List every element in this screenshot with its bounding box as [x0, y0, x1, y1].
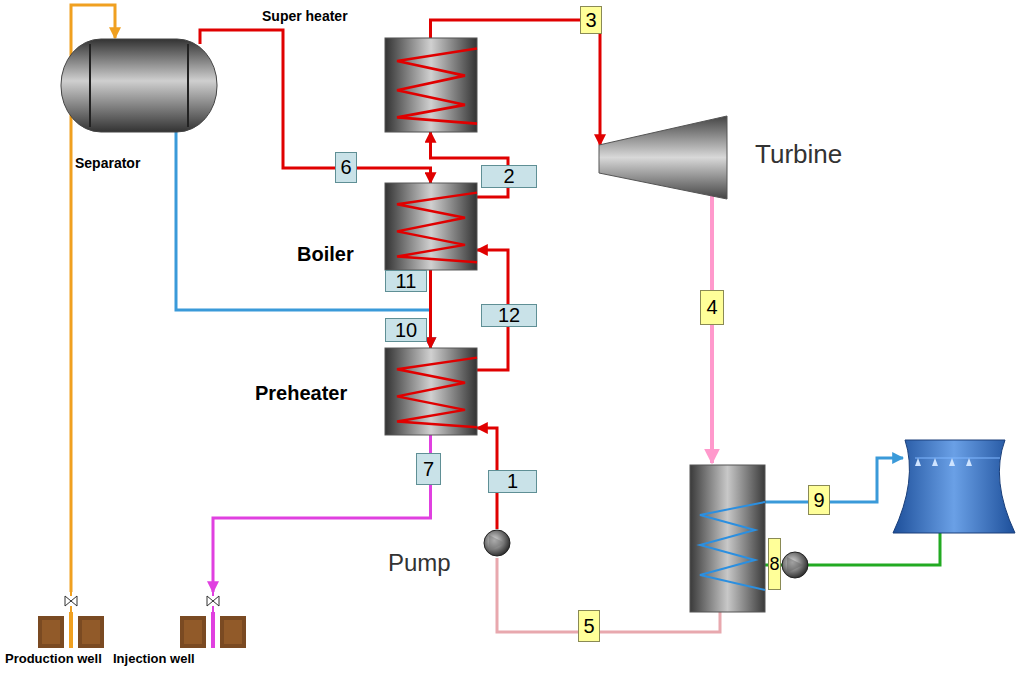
callout-number: 5: [578, 610, 600, 642]
turbine: Turbine: [598, 115, 728, 200]
callout-number: 2: [481, 165, 537, 188]
component-label: Pump: [388, 549, 451, 577]
component-label: Injection well: [113, 652, 195, 667]
superheater-exchanger: Super heater: [385, 38, 477, 132]
component-label: Production well: [5, 652, 102, 667]
callout-number: 10: [385, 318, 427, 342]
callout-number: 1: [488, 470, 537, 493]
component-label: Turbine: [755, 140, 842, 170]
component-label: Separator: [75, 155, 140, 171]
pipe-connector: [429, 270, 432, 348]
callout-number: 9: [808, 485, 830, 515]
callout-number: 6: [335, 152, 357, 183]
callout-number: 8: [768, 538, 781, 590]
injection-well: Injection well: [178, 592, 248, 650]
boiler-exchanger: Boiler: [385, 183, 477, 270]
preheater-exchanger: Preheater: [385, 348, 477, 435]
callout-number: 11: [385, 270, 427, 292]
production-well: Production well: [36, 592, 106, 650]
pump: Pump: [483, 529, 511, 557]
callout-number: 3: [580, 6, 602, 34]
callout-number: 12: [481, 304, 537, 327]
separator-vessel: Separator: [60, 38, 218, 133]
callout-number: 4: [700, 290, 724, 325]
component-label: Super heater: [262, 8, 348, 24]
callout-number: 7: [416, 453, 441, 485]
component-label: Boiler: [297, 243, 354, 266]
component-label: Preheater: [255, 382, 347, 405]
